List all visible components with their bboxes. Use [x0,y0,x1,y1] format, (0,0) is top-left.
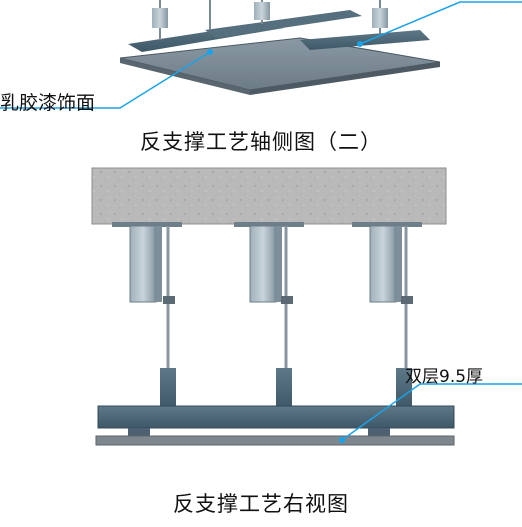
hanger-clip [152,8,168,28]
axonometric-title: 反支撑工艺轴侧图（二） [140,130,382,154]
callout-dot [207,49,213,55]
hanger-assembly [352,222,422,408]
right-view-title: 反支撑工艺右视图 [173,492,349,516]
reverse-support-bracket [129,225,157,303]
callout-dot [357,41,363,47]
vertical-post [276,368,292,408]
rod-nut [281,296,293,304]
bracket-flange [274,226,282,302]
cross-channel [205,10,362,38]
anchor-plate [112,222,182,227]
ceiling-panel-edge-right [250,62,440,95]
callout-line-channel [359,1,522,45]
clip [128,428,150,436]
rod-nut [401,296,413,304]
callout-line-board [0,51,211,109]
clip [368,428,390,436]
right-view [91,167,522,446]
hanger-clip [254,2,270,20]
latex-paint-label: 乳胶漆饰面 [0,92,96,114]
main-channel-beam [97,405,455,429]
double-layer-label: 双层9.5厚 [405,367,484,387]
bracket-flange [394,226,402,302]
reverse-support-bracket [249,225,277,303]
callout-dot [339,437,345,443]
anchor-plate [234,222,304,227]
callout-line-board-side [341,383,522,441]
vertical-post [160,368,176,408]
gypsum-board-double [95,435,455,446]
axonometric-view [0,0,522,109]
bracket-flange [154,226,162,302]
reverse-support-bracket [369,225,397,303]
ceiling-panel-edge [120,58,250,95]
hanger-assembly [112,222,182,408]
rod-nut [163,296,175,304]
anchor-plate [352,222,422,227]
concrete-slab [91,167,447,225]
hanger-clip [372,8,388,28]
hanger-assembly [234,222,304,408]
main-channel [300,30,430,50]
